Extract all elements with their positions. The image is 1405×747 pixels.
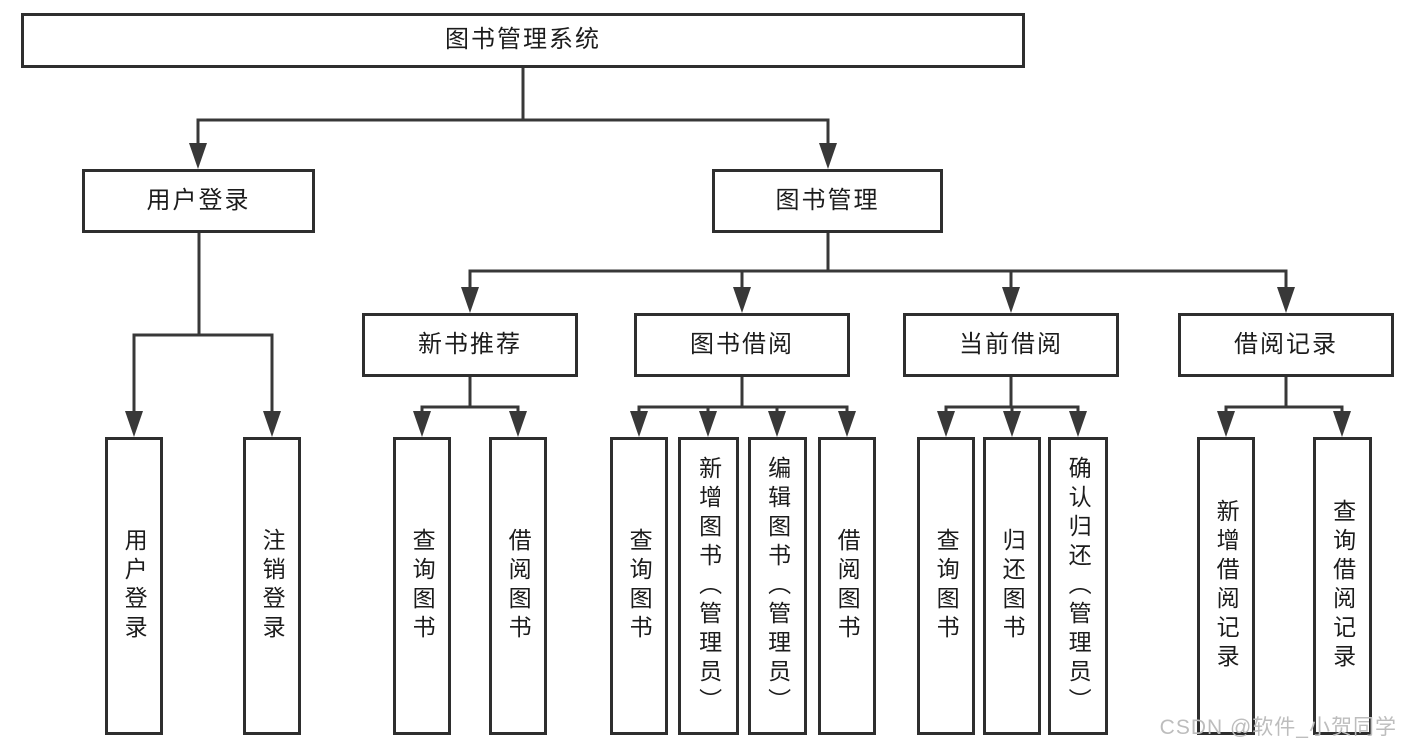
- leaf-borrow-books-1: 借阅图书: [489, 437, 547, 735]
- node-new-book-recommend: 新书推荐: [362, 313, 578, 377]
- leaf-query-books-1: 查询图书: [393, 437, 451, 735]
- node-user-login: 用户登录: [82, 169, 315, 233]
- node-root: 图书管理系统: [21, 13, 1025, 68]
- leaf-logout: 注销登录: [243, 437, 301, 735]
- leaf-query-borrow-record: 查询借阅记录: [1313, 437, 1372, 735]
- leaf-borrow-books-2: 借阅图书: [818, 437, 876, 735]
- watermark: CSDN @软件_小贺同学: [1159, 716, 1397, 739]
- node-borrow-records: 借阅记录: [1178, 313, 1394, 377]
- leaf-edit-book-admin: 编辑图书（管理员）: [748, 437, 807, 735]
- arrowheads: [125, 143, 1351, 437]
- node-book-borrow: 图书借阅: [634, 313, 850, 377]
- leaf-user-login: 用户登录: [105, 437, 163, 735]
- leaf-confirm-return-admin: 确认归还（管理员）: [1048, 437, 1108, 735]
- leaf-query-books-2: 查询图书: [610, 437, 668, 735]
- leaf-query-books-3: 查询图书: [917, 437, 975, 735]
- node-book-management: 图书管理: [712, 169, 943, 233]
- leaf-return-book: 归还图书: [983, 437, 1041, 735]
- node-current-borrow: 当前借阅: [903, 313, 1119, 377]
- leaf-add-book-admin: 新增图书（管理员）: [678, 437, 739, 735]
- leaf-add-borrow-record: 新增借阅记录: [1197, 437, 1255, 735]
